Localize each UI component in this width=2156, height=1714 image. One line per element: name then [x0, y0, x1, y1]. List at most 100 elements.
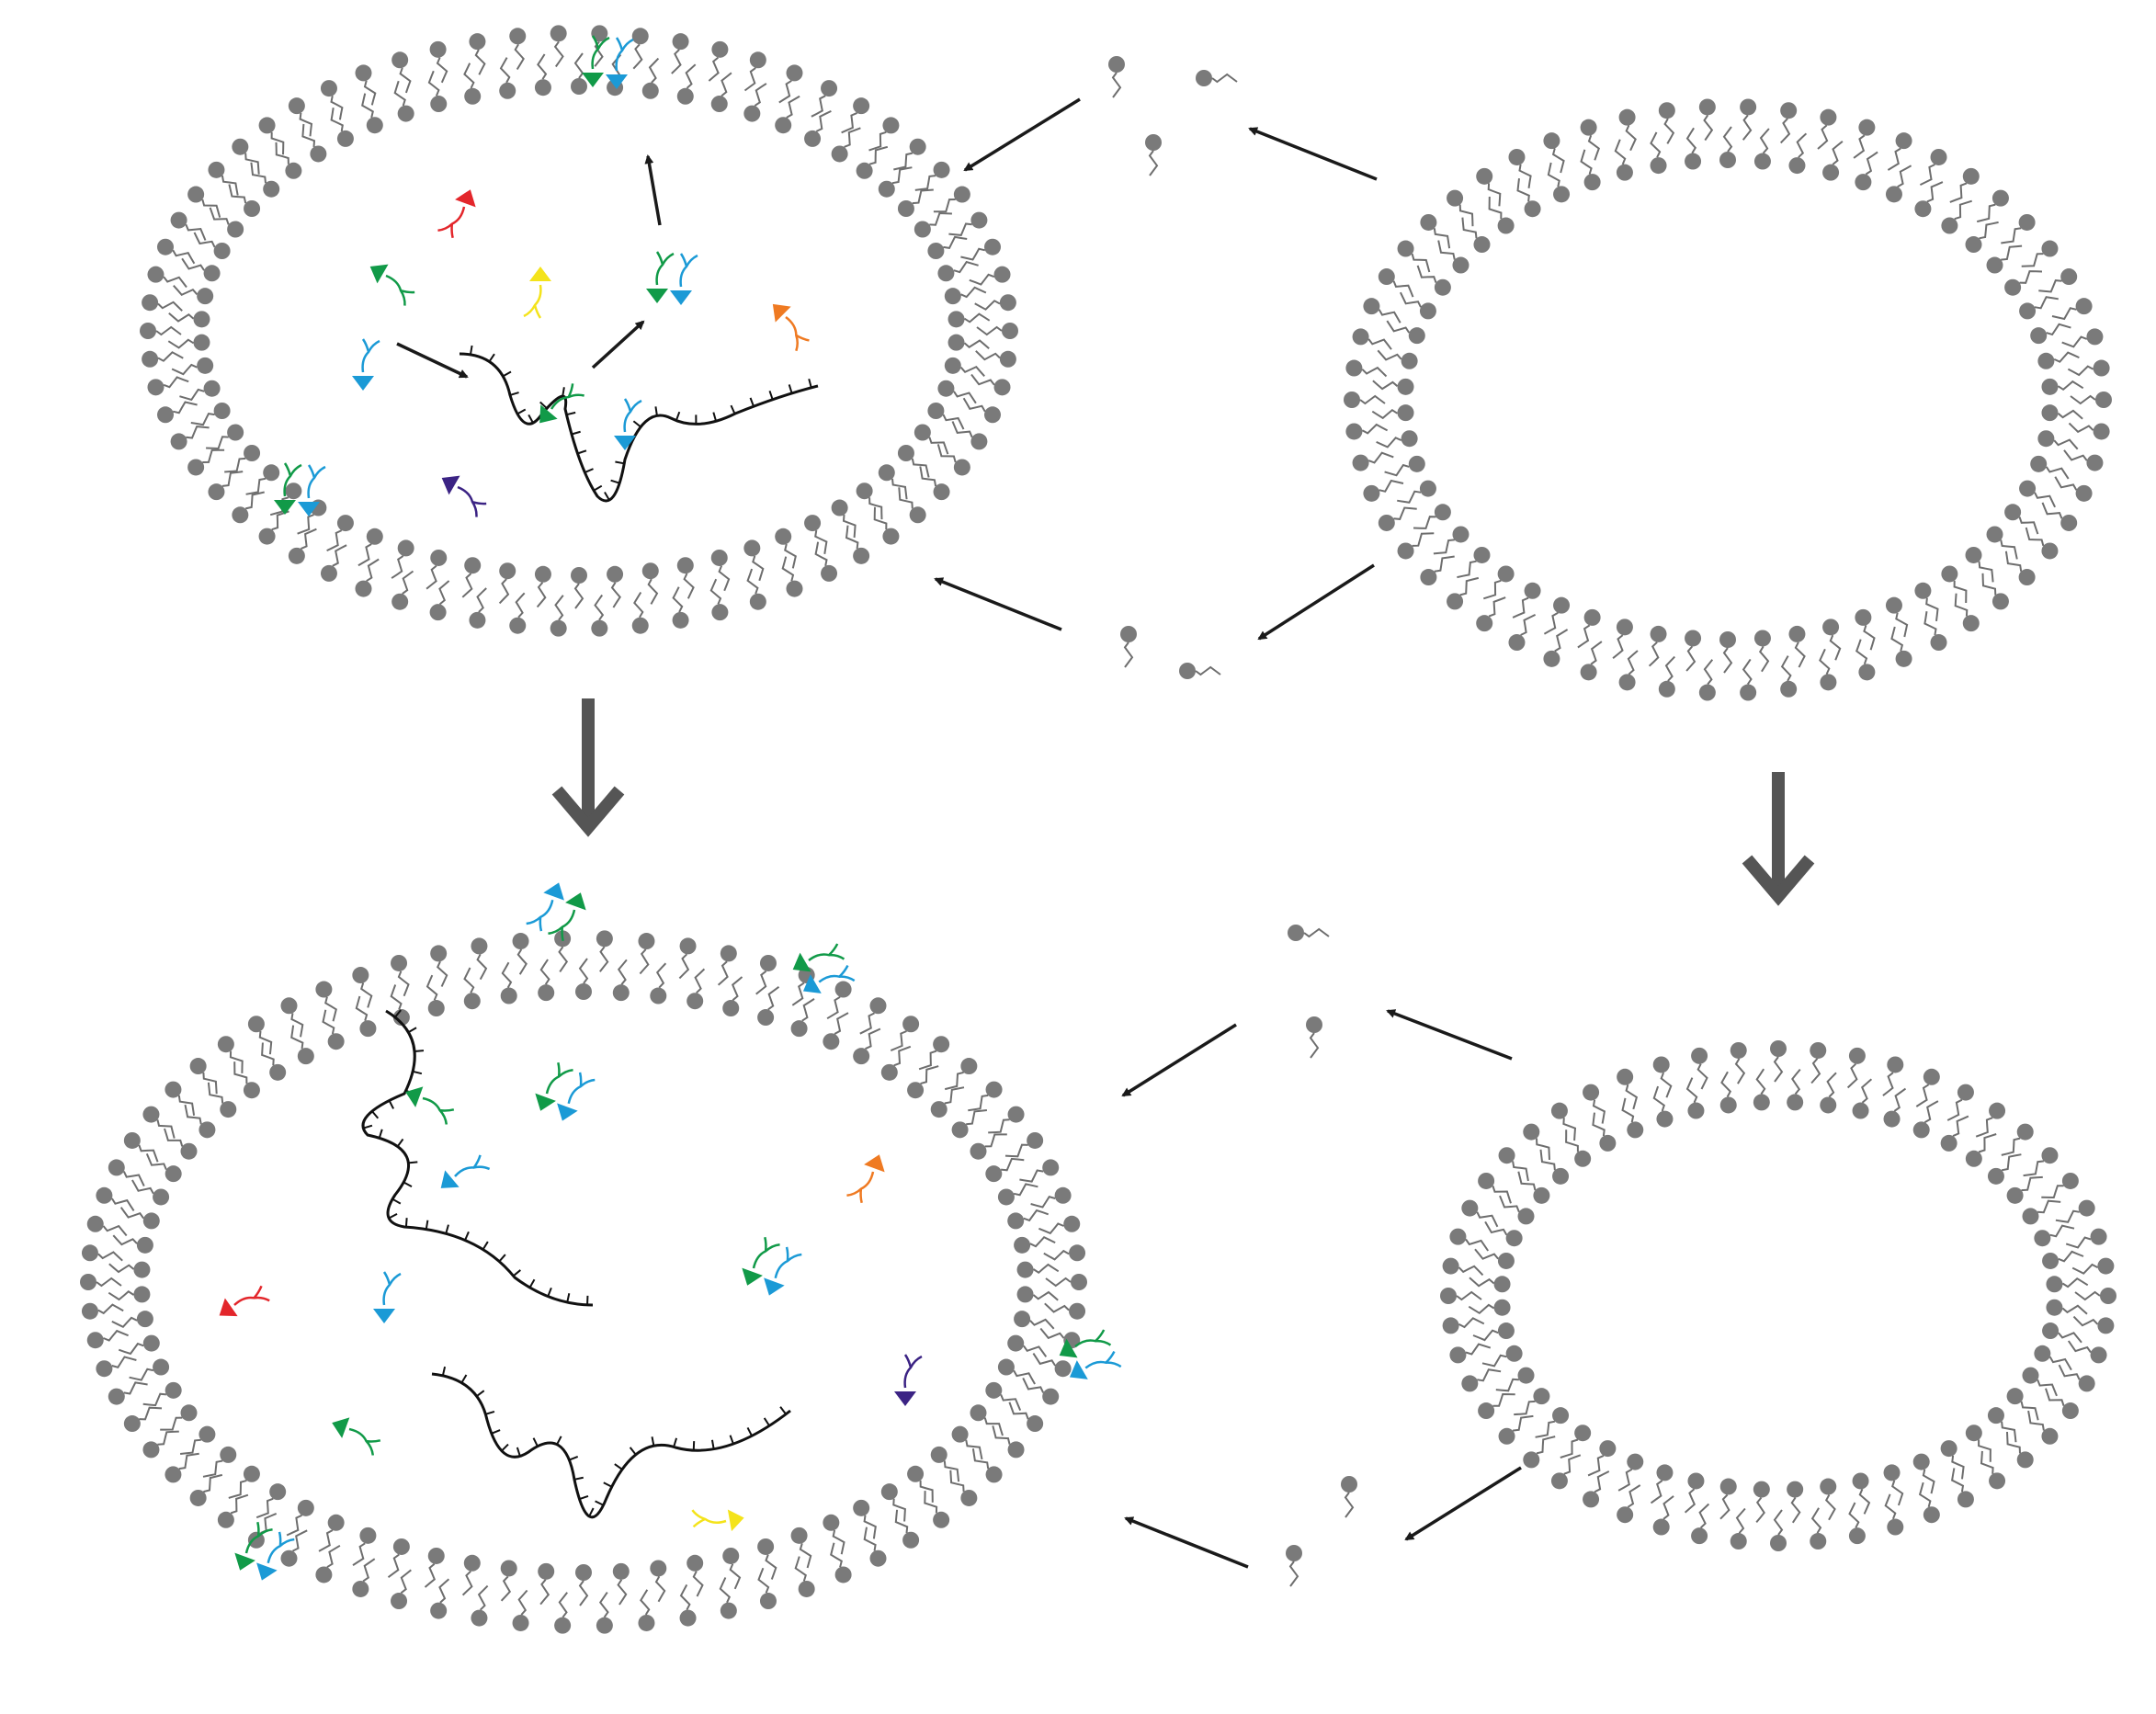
phospholipid-icon — [1975, 1102, 2006, 1138]
phospholipid-icon — [1976, 189, 2009, 223]
phospholipid-icon — [951, 1425, 983, 1460]
phospholipid-icon — [280, 997, 304, 1038]
nucleotide-icon-purple — [441, 475, 487, 517]
phospholipid-icon — [1550, 1102, 1577, 1141]
free-phospholipid-icon — [1286, 1545, 1302, 1587]
phospholipid-icon — [1614, 139, 1633, 181]
phospholipid-icon — [1008, 1402, 1044, 1433]
phospholipid-icon — [1846, 1047, 1866, 1089]
phospholipid-icon — [1488, 196, 1515, 234]
phospholipid-icon — [217, 1036, 244, 1073]
phospholipid-icon — [1476, 596, 1506, 632]
phospholipid-icon — [2034, 1345, 2072, 1371]
duplex-icon — [535, 1061, 596, 1121]
phospholipid-icon — [1472, 1322, 1515, 1342]
phospholipid-icon — [1618, 108, 1637, 152]
phospholipid-icon — [814, 541, 838, 582]
phospholipid-icon — [393, 80, 414, 122]
phospholipid-icon — [970, 1133, 1007, 1160]
phospholipid-icon — [1560, 1425, 1592, 1459]
phospholipid-icon — [500, 961, 517, 1005]
phospholipid-icon — [261, 1042, 287, 1081]
phospholipid-icon — [1658, 102, 1675, 144]
phospholipid-icon — [826, 981, 852, 1020]
phospholipid-icon — [1587, 1440, 1617, 1477]
phospholipid-icon — [841, 97, 870, 134]
phospholipid-icon — [2041, 404, 2083, 422]
phospholipid-icon — [550, 595, 567, 637]
phospholipid-icon — [2058, 1364, 2095, 1392]
phospholipid-icon — [1478, 1392, 1515, 1420]
phospholipid-icon — [2045, 1388, 2079, 1420]
phospholipid-icon — [187, 448, 225, 476]
phospholipid-icon — [1779, 102, 1798, 144]
phospholipid-icon — [1719, 631, 1736, 674]
phospholipid-icon — [1476, 167, 1502, 207]
phospholipid-icon — [641, 562, 659, 605]
nucleotide-icon-yellow — [691, 1509, 744, 1532]
phospholipid-icon — [679, 1583, 697, 1627]
phospholipid-icon — [471, 937, 488, 981]
phospholipid-icon — [1817, 108, 1837, 150]
phospholipid-icon — [164, 1128, 198, 1160]
phospholipid-icon — [1923, 611, 1947, 652]
phospholipid-icon — [1378, 268, 1414, 298]
phospholipid-icon — [131, 1179, 170, 1206]
phospholipid-icon — [678, 937, 697, 980]
phospholipid-icon — [1517, 1171, 1550, 1204]
phospholipid-icon — [1658, 655, 1676, 698]
phospholipid-icon — [571, 52, 587, 95]
phospholipid-icon — [1890, 626, 1912, 667]
vesicle-bottom-left — [80, 930, 1087, 1634]
phospholipid-icon — [430, 1578, 450, 1619]
phospholipid-icon — [1788, 132, 1808, 175]
phospholipid-icon — [612, 959, 630, 1002]
phospholipid-icon — [2068, 422, 2110, 440]
phospholipid-icon — [1852, 1472, 1871, 1515]
phospholipid-icon — [1770, 1040, 1787, 1083]
phospholipid-icon — [914, 161, 950, 191]
phospholipid-icon — [755, 954, 777, 995]
nucleotide-icon-yellow — [523, 267, 551, 319]
phospholipid-icon — [845, 525, 870, 564]
phospholipid-icon — [301, 123, 327, 163]
vesicle-bottom-right — [1440, 1040, 2116, 1551]
phospholipid-icon — [1514, 1388, 1550, 1416]
nucleotide-icon-green — [274, 462, 302, 515]
phospholipid-icon — [1618, 650, 1639, 691]
phospholipid-icon — [1753, 1068, 1770, 1111]
phospholipid-icon — [2074, 1288, 2116, 1304]
phospholipid-icon — [2054, 476, 2093, 502]
phospholipid-icon — [1547, 162, 1571, 203]
phospholipid-icon — [119, 1207, 160, 1230]
phospholipid-icon — [2070, 392, 2112, 408]
phospholipid-icon — [1617, 1484, 1641, 1524]
phospholipid-icon — [811, 80, 838, 118]
phospholipid-icon — [960, 238, 1002, 261]
phospholipid-icon — [80, 1274, 122, 1290]
phospholipid-icon — [1363, 298, 1401, 324]
phospholipid-icon — [498, 562, 516, 605]
phospholipid-icon — [1498, 1147, 1529, 1182]
phospholipid-icon — [893, 138, 926, 171]
phospholipid-icon — [1788, 625, 1806, 668]
phospholipid-icon — [944, 286, 987, 305]
phospholipid-icon — [722, 1547, 742, 1590]
phospholipid-icon — [1523, 1436, 1556, 1469]
phospholipid-icon — [142, 1381, 182, 1407]
phospholipid-icon — [512, 1589, 529, 1631]
phospholipid-icon — [142, 1430, 179, 1459]
nucleotide-icon-green — [1059, 1329, 1112, 1358]
phospholipid-icon — [937, 260, 979, 282]
phospholipid-icon — [352, 967, 373, 1008]
growth-arrow-right — [1742, 772, 1815, 906]
phospholipid-icon — [426, 974, 445, 1017]
phospholipid-icon — [1691, 1047, 1708, 1090]
phospholipid-icon — [207, 1082, 237, 1118]
phospholipid-icon — [209, 207, 244, 238]
nucleotide-icon-blue — [557, 1072, 596, 1121]
phospholipid-icon — [554, 1592, 572, 1634]
phospholipid-icon — [1719, 1071, 1737, 1114]
phospholipid-icon — [1352, 451, 1394, 471]
phospholipid-icon — [1007, 1209, 1050, 1230]
